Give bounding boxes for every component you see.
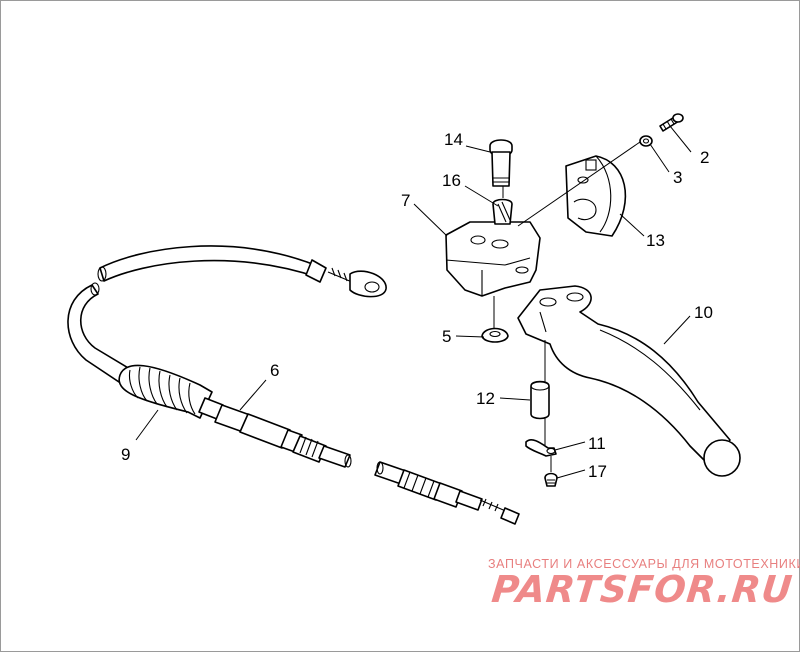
callout-5: 5 xyxy=(442,327,451,346)
callouts: 14 16 7 2 3 13 5 10 12 11 17 6 9 xyxy=(121,130,713,481)
callout-2: 2 xyxy=(700,148,709,167)
callout-17: 17 xyxy=(588,462,607,481)
lever-screw xyxy=(544,456,558,487)
lever-nut xyxy=(525,439,557,457)
clutch-lever xyxy=(517,285,741,477)
callout-10: 10 xyxy=(694,303,713,322)
pivot-shaft xyxy=(530,340,550,446)
callout-12: 14 xyxy=(444,130,463,149)
callout-11: 11 xyxy=(588,434,606,453)
clamp-screw xyxy=(517,113,684,227)
leader-lines xyxy=(135,125,692,479)
callout-7: 7 xyxy=(401,191,410,210)
callout-6: 6 xyxy=(270,361,279,380)
retaining-clip xyxy=(481,296,509,343)
perch-clamp xyxy=(565,155,627,237)
callout-14: 13 xyxy=(646,231,665,250)
pivot-bolt xyxy=(489,139,513,187)
cable-adjuster xyxy=(198,397,352,468)
callout-16: 16 xyxy=(442,171,461,190)
callout-13: 12 xyxy=(476,389,495,408)
clamp-washer xyxy=(639,135,653,147)
callout-9: 9 xyxy=(121,445,130,464)
clutch-cable xyxy=(67,245,520,525)
callout-3: 3 xyxy=(673,168,682,187)
watermark-logo: PARTSFOR.RU xyxy=(489,568,795,611)
cable-boot xyxy=(118,364,213,419)
watermark-tagline: ЗАПЧАСТИ И АКСЕССУАРЫ ДЛЯ МОТОТЕХНИКИ xyxy=(488,557,800,571)
inner-cable-end xyxy=(374,461,520,525)
lever-bracket xyxy=(445,221,541,297)
